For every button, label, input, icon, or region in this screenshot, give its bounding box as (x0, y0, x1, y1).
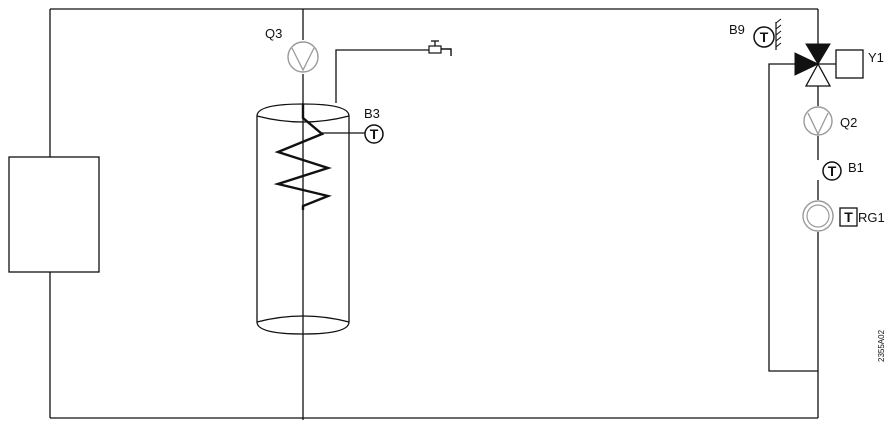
svg-text:T: T (828, 163, 837, 179)
tap-icon (428, 40, 452, 56)
label-y1: Y1 (868, 50, 884, 65)
label-b9: B9 (729, 22, 745, 37)
mixing-valve (794, 43, 832, 87)
svg-text:T: T (844, 209, 853, 225)
actuator-y1 (835, 49, 864, 79)
svg-text:T: T (760, 29, 769, 45)
sensor-b3: T (364, 124, 384, 144)
label-q2: Q2 (840, 115, 857, 130)
label-q3: Q3 (265, 26, 282, 41)
room-unit-rg1: T (802, 200, 858, 232)
pump-q3 (287, 41, 319, 73)
pump-q2 (803, 106, 833, 136)
label-b1: B1 (848, 160, 864, 175)
sensor-b9: T (753, 18, 782, 50)
heating-coil (273, 104, 332, 210)
drawing-number: 2355A02 (877, 329, 886, 362)
label-rg1: RG1 (858, 210, 885, 225)
pipework (49, 8, 819, 420)
dhw-tank (256, 103, 350, 335)
label-b3: B3 (364, 106, 380, 121)
boiler-box (8, 156, 100, 273)
sensor-b1: T (822, 161, 842, 181)
svg-text:T: T (370, 126, 379, 142)
